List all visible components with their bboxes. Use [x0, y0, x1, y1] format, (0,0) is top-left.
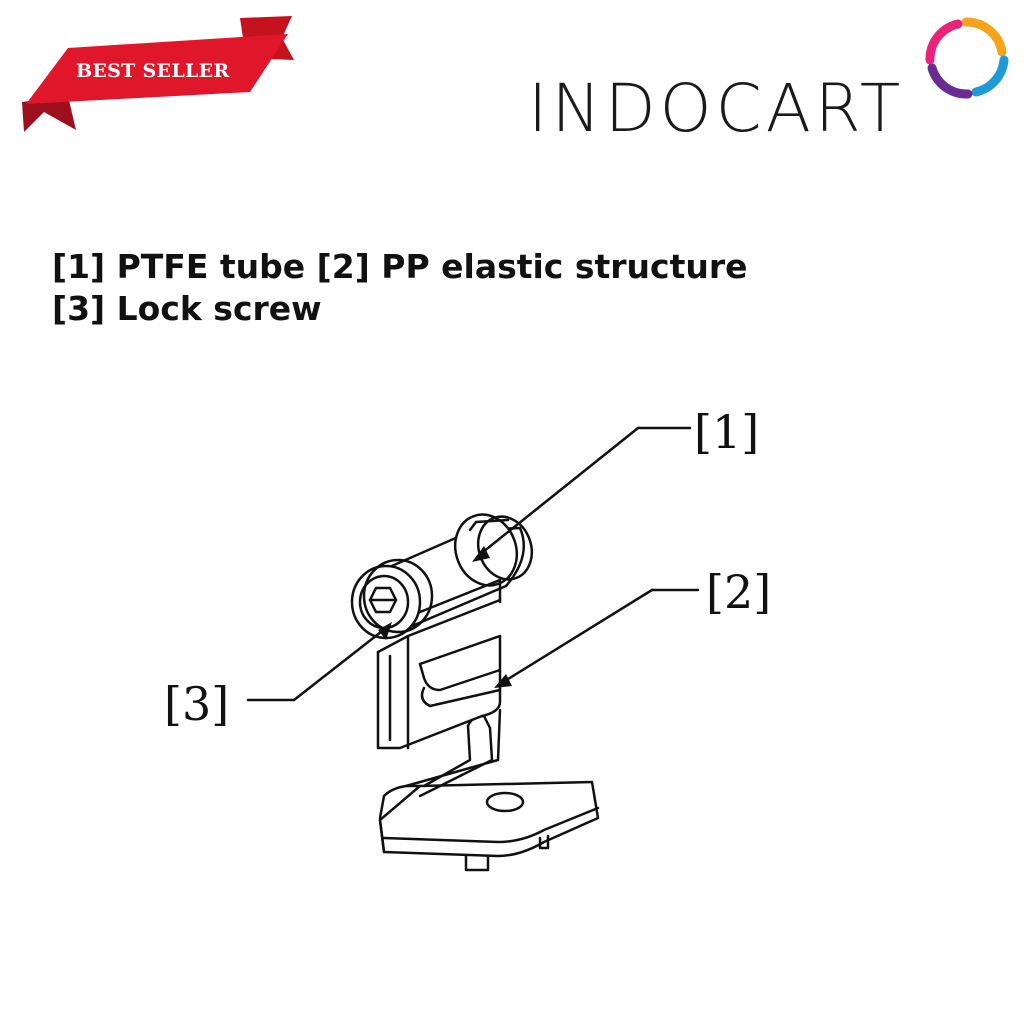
leader-3 — [246, 622, 392, 702]
caption-line-2: [3] Lock screw — [52, 289, 322, 328]
brand-name: INDOCART — [528, 70, 905, 147]
ribbon-left-tail — [22, 96, 76, 132]
base-pin — [464, 854, 490, 872]
base-plate — [378, 780, 600, 872]
s-elastic-structure — [376, 598, 502, 750]
best-seller-label: BEST SELLER — [76, 60, 230, 82]
callout-label-3: [3] — [164, 677, 229, 731]
callout-label-2: [2] — [706, 565, 771, 619]
callout-label-1: [1] — [694, 405, 759, 459]
caption-line-1: [1] PTFE tube [2] PP elastic structure — [52, 247, 748, 286]
circular-swirl-logo-icon — [925, 17, 1009, 99]
leader-2 — [494, 588, 700, 688]
ribbon-body — [26, 34, 288, 104]
parts-caption: [1] PTFE tube [2] PP elastic structure [… — [52, 246, 748, 330]
leader-1 — [472, 426, 692, 562]
base-hole — [485, 791, 525, 813]
best-seller-ribbon — [22, 16, 294, 132]
